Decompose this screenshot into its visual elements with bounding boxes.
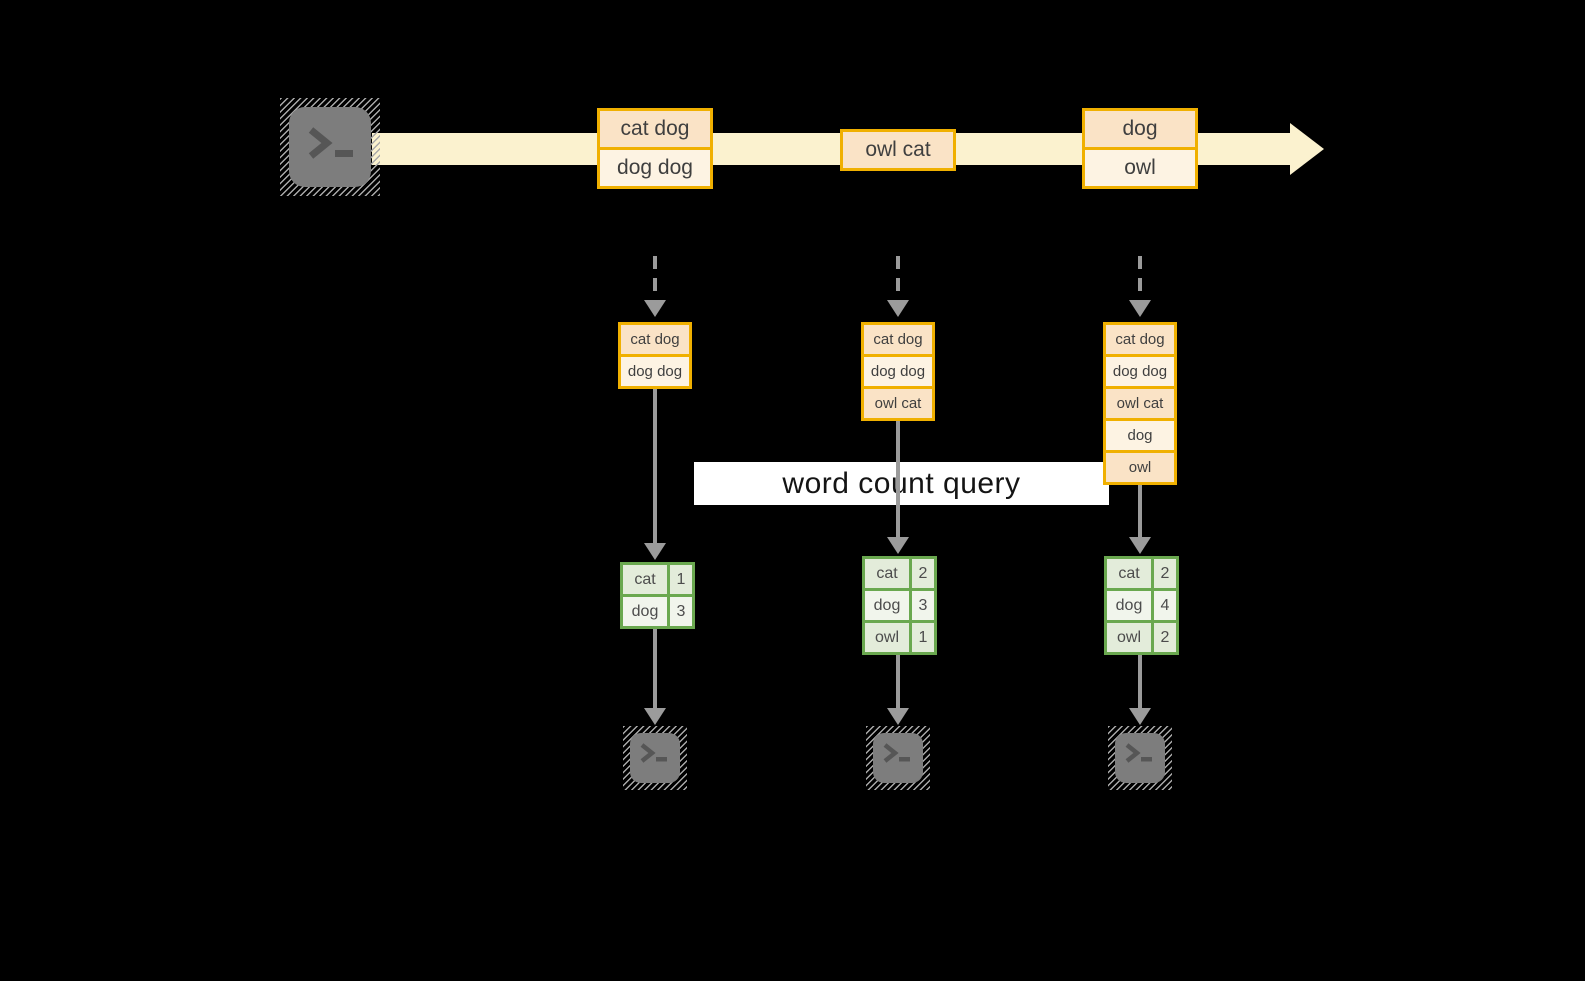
query-label: word count query [782, 466, 1021, 500]
count-value: 1 [912, 623, 934, 652]
sink-terminal-icon [623, 726, 687, 790]
terminal-body [1115, 733, 1165, 783]
batch-line: dog dog [600, 150, 710, 186]
count-value: 1 [670, 565, 692, 594]
count-value: 2 [912, 559, 934, 588]
stream-arrowhead-icon [1290, 123, 1324, 175]
batch-line: owl cat [843, 132, 953, 168]
dashed-arrowhead-icon [887, 300, 909, 317]
state-box-3: cat dog dog dog owl cat dog owl [1103, 322, 1177, 485]
count-table-1: cat 1 dog 3 [620, 562, 695, 629]
arrow-shaft [896, 417, 900, 537]
count-word: cat [623, 565, 667, 594]
count-word: owl [865, 623, 909, 652]
arrowhead-icon [1129, 708, 1151, 725]
arrowhead-icon [644, 708, 666, 725]
count-value: 2 [1154, 559, 1176, 588]
stream-batch-3: dog owl [1082, 108, 1198, 189]
batch-line: owl [1085, 150, 1195, 186]
state-box-1: cat dog dog dog [618, 322, 692, 389]
arrow-shaft [896, 655, 900, 710]
sink-terminal-icon [866, 726, 930, 790]
dashed-arrow-shaft [653, 256, 657, 302]
source-terminal-icon [280, 98, 380, 196]
state-line: owl cat [864, 389, 932, 418]
count-table-3: cat 2 dog 4 owl 2 [1104, 556, 1179, 655]
count-word: cat [865, 559, 909, 588]
arrow-shaft [653, 629, 657, 710]
arrowhead-icon [887, 537, 909, 554]
dashed-arrow-shaft [896, 256, 900, 302]
state-line: owl [1106, 453, 1174, 482]
dashed-arrowhead-icon [644, 300, 666, 317]
terminal-prompt-icon [308, 127, 353, 159]
sink-terminal-icon [1108, 726, 1172, 790]
state-line: owl cat [1106, 389, 1174, 418]
dashed-arrow-shaft [1138, 256, 1142, 302]
count-value: 3 [912, 591, 934, 620]
state-line: dog dog [621, 357, 689, 386]
count-value: 2 [1154, 623, 1176, 652]
arrow-shaft [653, 385, 657, 543]
state-line: dog dog [864, 357, 932, 386]
arrow-shaft [1138, 481, 1142, 537]
terminal-prompt-icon [1125, 743, 1152, 763]
state-line: dog [1106, 421, 1174, 450]
arrowhead-icon [644, 543, 666, 560]
dashed-arrowhead-icon [1129, 300, 1151, 317]
stream-batch-2: owl cat [840, 129, 956, 171]
arrowhead-icon [1129, 537, 1151, 554]
state-box-2: cat dog dog dog owl cat [861, 322, 935, 421]
count-value: 3 [670, 597, 692, 626]
count-word: owl [1107, 623, 1151, 652]
count-word: cat [1107, 559, 1151, 588]
batch-line: dog [1085, 111, 1195, 147]
state-line: dog dog [1106, 357, 1174, 386]
query-label-band: word count query [694, 462, 1109, 505]
state-line: cat dog [621, 325, 689, 354]
terminal-prompt-icon [640, 743, 667, 763]
count-word: dog [623, 597, 667, 626]
terminal-body [873, 733, 923, 783]
terminal-body [630, 733, 680, 783]
terminal-body [289, 107, 371, 187]
state-line: cat dog [864, 325, 932, 354]
arrowhead-icon [887, 708, 909, 725]
count-table-2: cat 2 dog 3 owl 1 [862, 556, 937, 655]
batch-line: cat dog [600, 111, 710, 147]
count-value: 4 [1154, 591, 1176, 620]
stream-batch-1: cat dog dog dog [597, 108, 713, 189]
count-word: dog [865, 591, 909, 620]
arrow-shaft [1138, 655, 1142, 710]
terminal-prompt-icon [883, 743, 910, 763]
count-word: dog [1107, 591, 1151, 620]
state-line: cat dog [1106, 325, 1174, 354]
